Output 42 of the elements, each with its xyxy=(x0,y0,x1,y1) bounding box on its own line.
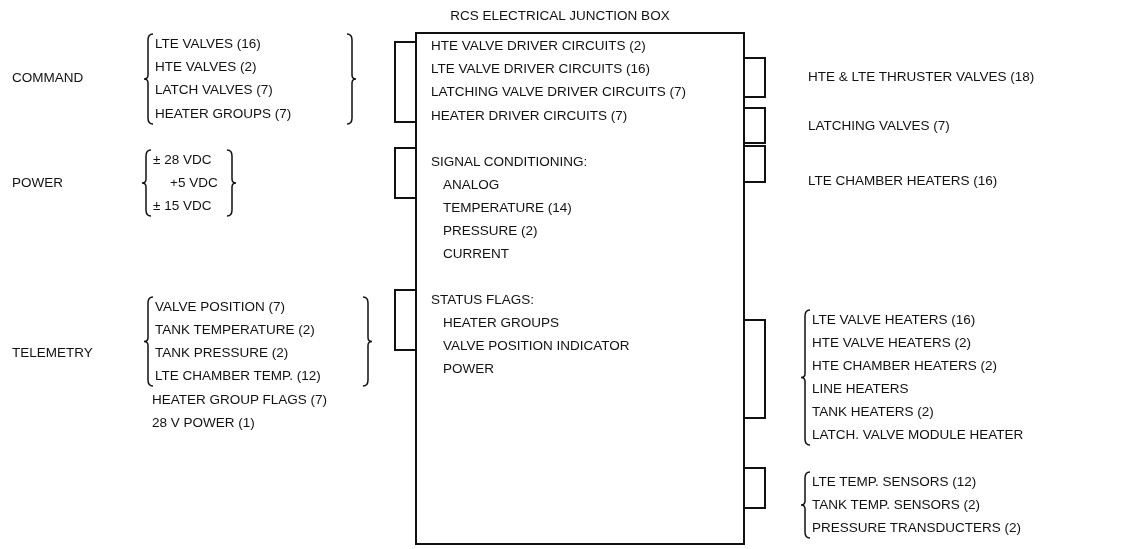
list-item: HTE VALVE DRIVER CIRCUITS (2) xyxy=(431,38,646,54)
list-item: +5 VDC xyxy=(170,175,218,191)
list-item: HEATER GROUP FLAGS (7) xyxy=(152,392,328,408)
list-item: LTE VALVE DRIVER CIRCUITS (16) xyxy=(431,61,651,77)
section-heading: SIGNAL CONDITIONING: xyxy=(431,154,588,170)
list-item: LATCH. VALVE MODULE HEATER xyxy=(812,427,1024,443)
list-item: ANALOG xyxy=(443,177,500,193)
list-item: CURRENT xyxy=(443,246,509,262)
list-item: VALVE POSITION INDICATOR xyxy=(443,338,630,354)
list-item: HEATER GROUPS xyxy=(443,315,559,331)
group-label: COMMAND xyxy=(12,70,84,86)
list-item: PRESSURE (2) xyxy=(443,223,538,239)
list-item: LTE CHAMBER HEATERS (16) xyxy=(808,173,998,189)
list-item: 28 V POWER (1) xyxy=(152,415,255,431)
list-item: ± 28 VDC xyxy=(153,152,212,168)
list-item: HTE VALVES (2) xyxy=(155,59,257,75)
list-item: TANK HEATERS (2) xyxy=(812,404,934,420)
list-item: LATCH VALVES (7) xyxy=(155,82,273,98)
list-item: ± 15 VDC xyxy=(153,198,212,214)
list-item: LTE VALVES (16) xyxy=(155,36,261,52)
list-item: HTE CHAMBER HEATERS (2) xyxy=(812,358,998,374)
list-item: POWER xyxy=(443,361,494,377)
group-label: TELEMETRY xyxy=(12,345,93,361)
list-item: HEATER DRIVER CIRCUITS (7) xyxy=(431,108,628,124)
list-item: LINE HEATERS xyxy=(812,381,909,397)
list-item: LTE VALVE HEATERS (16) xyxy=(812,312,976,328)
group-label: POWER xyxy=(12,175,63,191)
list-item: TANK TEMPERATURE (2) xyxy=(155,322,315,338)
box-title: RCS ELECTRICAL JUNCTION BOX xyxy=(450,8,670,24)
list-item: TANK TEMP. SENSORS (2) xyxy=(812,497,981,513)
list-item: HTE & LTE THRUSTER VALVES (18) xyxy=(808,69,1035,85)
list-item: LTE TEMP. SENSORS (12) xyxy=(812,474,977,490)
list-item: HEATER GROUPS (7) xyxy=(155,106,292,122)
list-item: VALVE POSITION (7) xyxy=(155,299,286,315)
list-item: LATCHING VALVE DRIVER CIRCUITS (7) xyxy=(431,84,687,100)
list-item: PRESSURE TRANSDUCTERS (2) xyxy=(812,520,1022,536)
list-item: HTE VALVE HEATERS (2) xyxy=(812,335,972,351)
list-item: LTE CHAMBER TEMP. (12) xyxy=(155,368,321,384)
list-item: LATCHING VALVES (7) xyxy=(808,118,950,134)
list-item: TEMPERATURE (14) xyxy=(443,200,572,216)
section-heading: STATUS FLAGS: xyxy=(431,292,535,308)
list-item: TANK PRESSURE (2) xyxy=(155,345,289,361)
